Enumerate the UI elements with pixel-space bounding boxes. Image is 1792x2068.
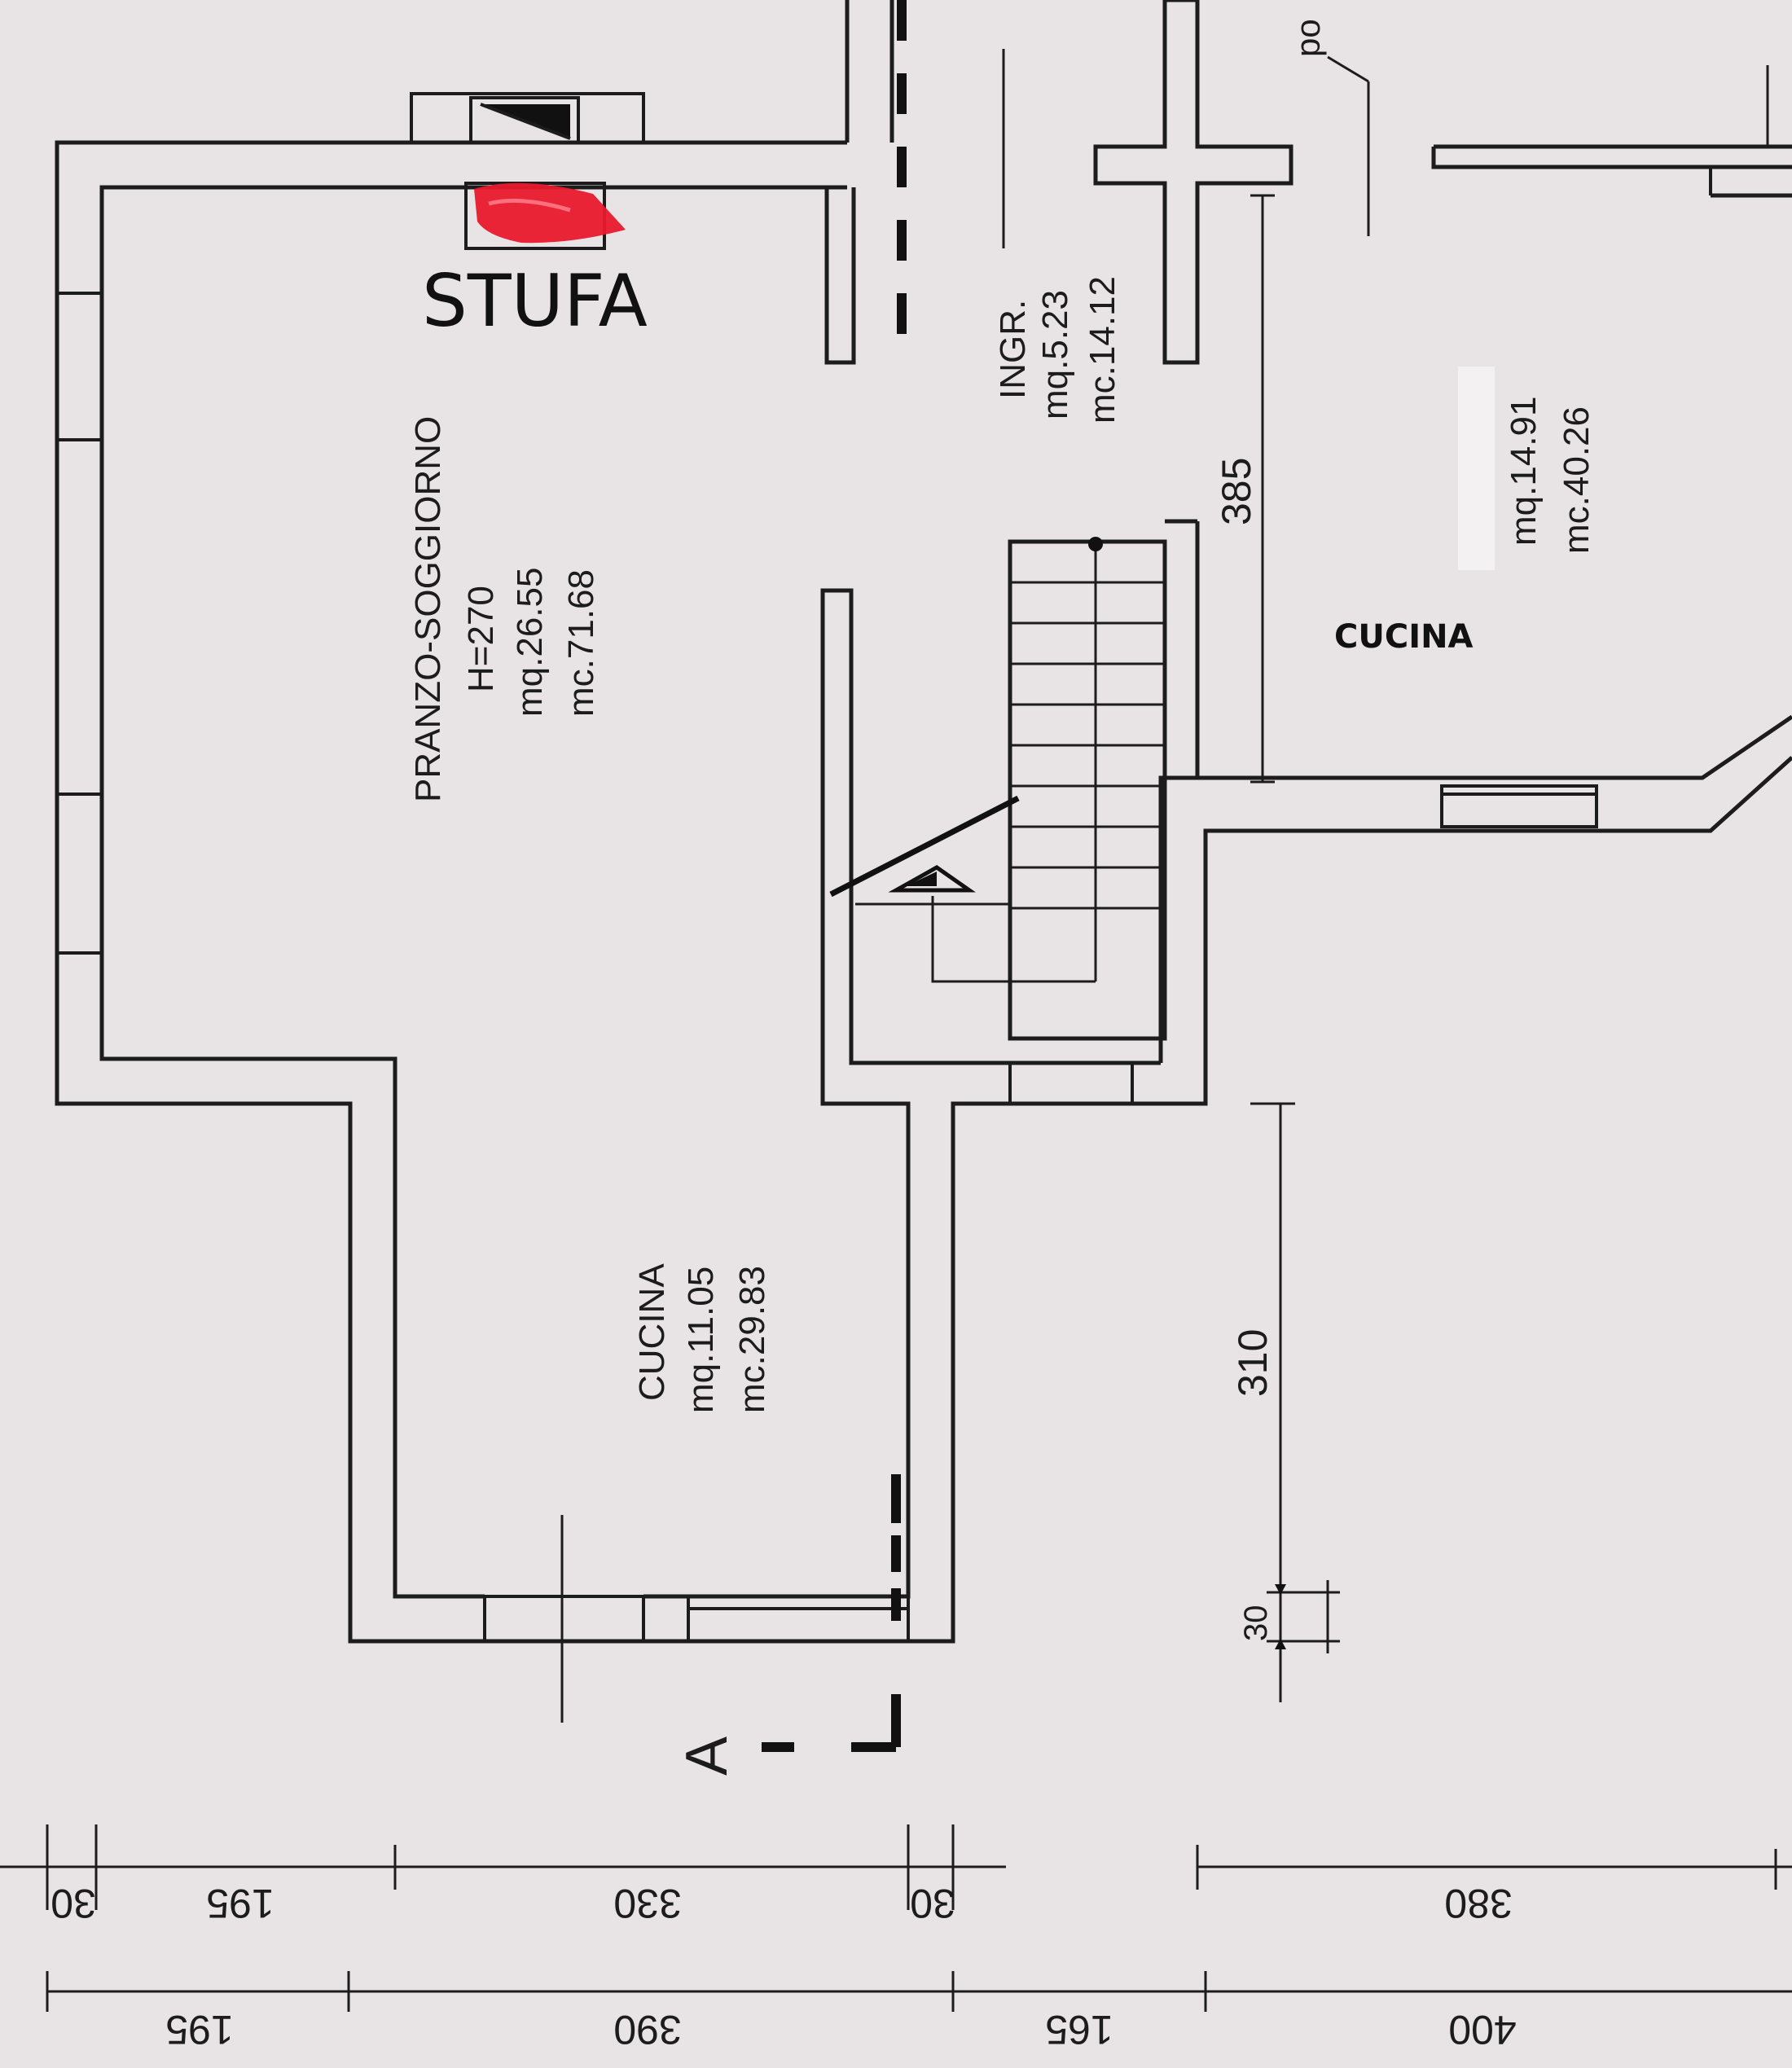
room-label-ingresso: INGR. <box>993 300 1033 399</box>
stove-chimney <box>410 92 645 250</box>
dim-row2-390: 390 <box>613 2007 681 2053</box>
window-left-2 <box>55 793 103 955</box>
svg-text:CUCINA: CUCINA <box>632 1263 672 1401</box>
room-area: mq.26.55 <box>510 568 550 717</box>
dim-row1-30-right: 30 <box>910 1881 955 1926</box>
vertical-dimensions <box>1250 194 1340 1702</box>
redacted-label <box>1458 367 1495 570</box>
outer-walls <box>55 140 1792 1644</box>
staircase <box>829 537 1167 1105</box>
room-label-cucina-right: CUCINA <box>1334 618 1474 656</box>
window-left-1 <box>55 292 103 441</box>
room-area: mq.14.91 <box>1504 397 1544 546</box>
room-volume: mc.29.83 <box>732 1266 772 1413</box>
dim-row1-380: 380 <box>1444 1881 1512 1926</box>
bottom-kitchen-details <box>483 1474 910 1752</box>
dim-30-vertical: 30 <box>1238 1605 1274 1642</box>
dim-row1-195: 195 <box>206 1881 274 1926</box>
dim-row2-195: 195 <box>165 2007 233 2053</box>
dim-310: 310 <box>1230 1329 1276 1397</box>
svg-text:PRANZO-SOGGIORNO: PRANZO-SOGGIORNO <box>408 416 448 802</box>
room-volume: mc.71.68 <box>561 569 601 717</box>
room-area: mq.11.05 <box>681 1267 721 1413</box>
room-label-cucina-bottom: CUCINA <box>632 1263 672 1401</box>
entry-partitions <box>824 0 1293 778</box>
room-volume: mc.14.12 <box>1083 276 1122 424</box>
svg-text:INGR.: INGR. <box>993 300 1033 399</box>
room-height: H=270 <box>461 586 501 692</box>
partial-label: po <box>1289 19 1327 57</box>
right-kitchen-details <box>1327 55 1792 828</box>
section-marker: A <box>674 1737 740 1776</box>
room-label-pranzo: PRANZO-SOGGIORNO <box>408 416 448 802</box>
stove-label: STUFA <box>422 259 648 343</box>
room-volume: mc.40.26 <box>1557 406 1597 554</box>
stove-marker <box>474 182 626 244</box>
dim-385: 385 <box>1214 458 1259 525</box>
dim-row1-30-left: 30 <box>51 1881 96 1926</box>
dim-row2-400: 400 <box>1448 2007 1516 2053</box>
dim-row2-165: 165 <box>1045 2007 1113 2053</box>
room-area: mq.5.23 <box>1035 290 1075 419</box>
dim-row1-330: 330 <box>613 1881 681 1926</box>
horizontal-dimensions <box>0 1824 1792 2012</box>
